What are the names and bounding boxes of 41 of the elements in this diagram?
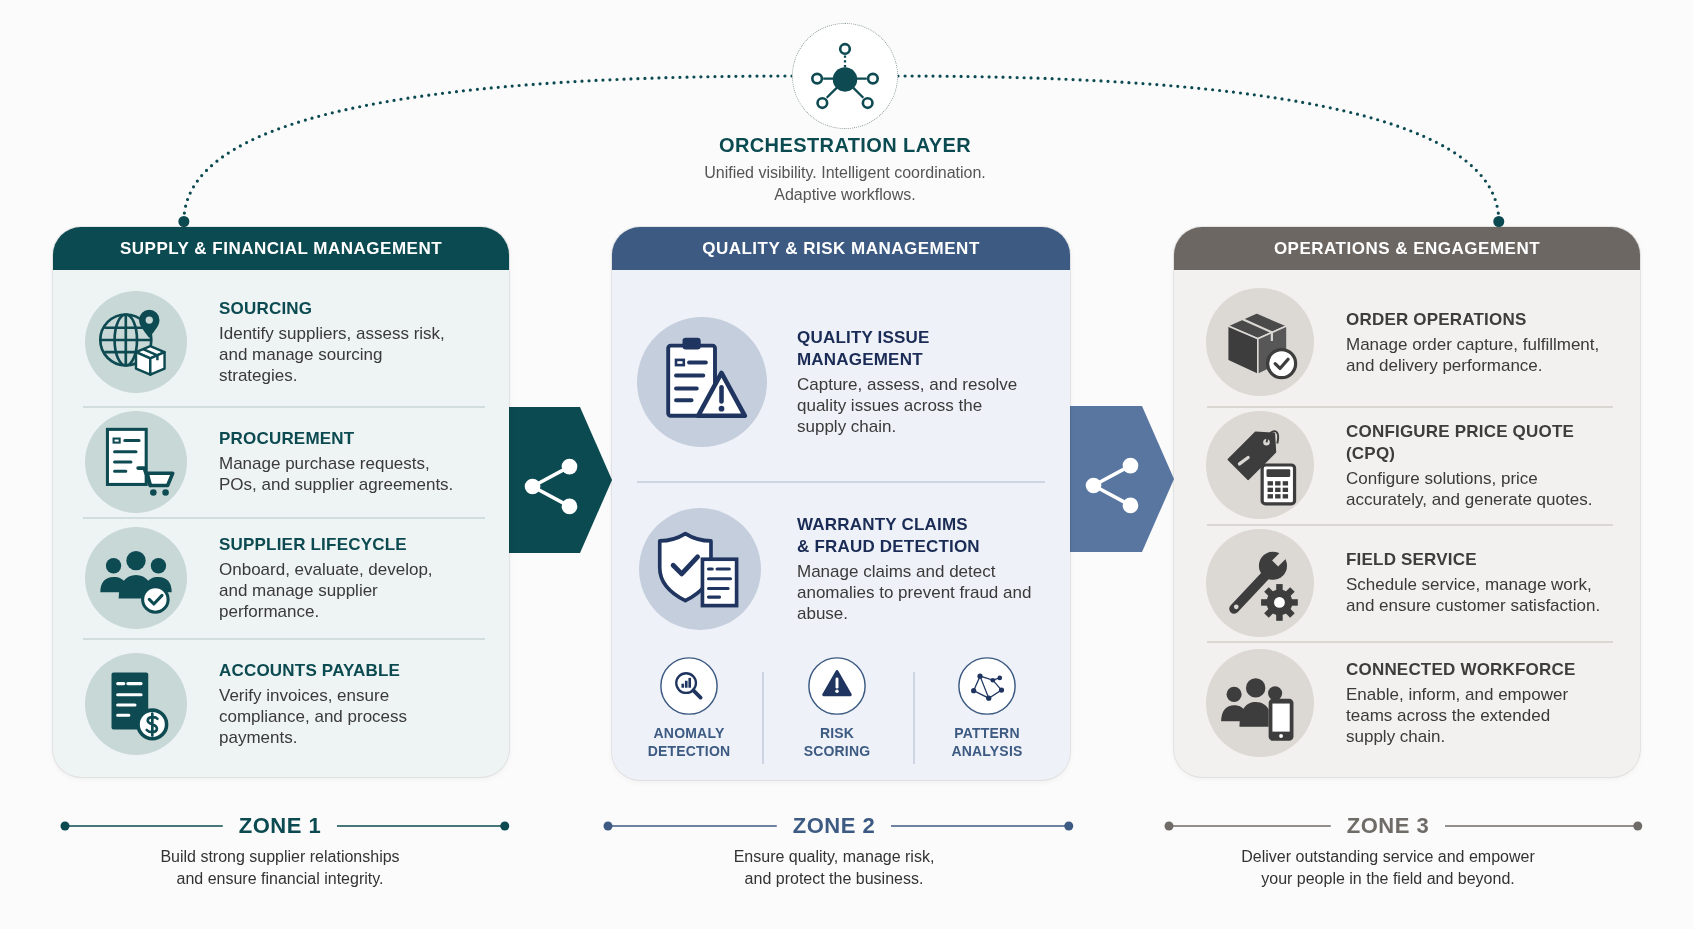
- item-title: SOURCING: [219, 298, 314, 320]
- feature-label: RISK SCORING: [802, 724, 872, 760]
- panel-card: [1174, 227, 1640, 777]
- chevron-arrow: [1070, 406, 1174, 552]
- dotted-connector: [896, 74, 1505, 227]
- item-description: Configure solutions, price accurately, and generate quotes.: [1346, 467, 1594, 510]
- zone-title: ZONE 2: [792, 813, 876, 839]
- item-title: CONNECTED WORKFORCE: [1346, 658, 1577, 681]
- chevron-arrow: [509, 407, 612, 553]
- item-title: FIELD SERVICE: [1346, 549, 1478, 571]
- item-title: CONFIGURE PRICE QUOTE (CPQ): [1346, 420, 1576, 465]
- item-title: WARRANTY CLAIMS & FRAUD DETECTION: [797, 514, 981, 558]
- item-description: Identify suppliers, assess risk, and manage sourcing strategies.: [219, 323, 446, 386]
- panel-card: [53, 227, 509, 777]
- item-description: Manage order capture, fulfillment, and delivery performance.: [1346, 333, 1601, 376]
- item-description: Manage claims and detect anomalies to prevent fraud and abuse.: [797, 561, 1032, 624]
- zone-description: Deliver outstanding service and empower your people in the field and beyond.: [1240, 847, 1536, 889]
- zone-description: Build strong supplier relationships and ensure financial integrity.: [159, 847, 401, 889]
- item-description: Verify invoices, ensure compliance, and process payments.: [219, 684, 409, 748]
- layer-subtitle: Unified visibility. Intelligent coordination. Adaptive workflows.: [703, 163, 987, 205]
- item-title: ORDER OPERATIONS: [1346, 308, 1528, 331]
- item-title: QUALITY ISSUE MANAGEMENT: [797, 327, 931, 371]
- layer-title: ORCHESTRATION LAYER: [718, 133, 972, 158]
- item-title: ACCOUNTS PAYABLE: [219, 659, 402, 682]
- zone-title: ZONE 1: [238, 813, 322, 839]
- feature-label: ANOMALY DETECTION: [646, 724, 732, 760]
- panel-header: SUPPLY & FINANCIAL MANAGEMENT: [53, 227, 509, 270]
- panel-header: OPERATIONS & ENGAGEMENT: [1174, 227, 1640, 270]
- item-description: Manage purchase requests, POs, and supplier agreements.: [219, 453, 455, 495]
- panel-card: [612, 227, 1070, 780]
- zone-title: ZONE 3: [1346, 813, 1430, 839]
- panel-header: QUALITY & RISK MANAGEMENT: [612, 227, 1070, 270]
- item-description: Capture, assess, and resolve quality issues across the supply chain.: [797, 374, 1019, 437]
- dotted-connector: [178, 74, 794, 227]
- item-description: Schedule service, manage work, and ensure customer satisfaction.: [1346, 574, 1601, 616]
- item-title: PROCUREMENT: [219, 428, 356, 450]
- item-description: Enable, inform, and empower teams across the extended supply chain.: [1346, 683, 1570, 747]
- item-title: SUPPLIER LIFECYCLE: [219, 533, 408, 556]
- item-description: Onboard, evaluate, develop, and manage supplier performance.: [219, 558, 434, 622]
- feature-label: PATTERN ANALYSIS: [950, 724, 1024, 760]
- zone-description: Ensure quality, manage risk, and protect the business.: [732, 847, 936, 889]
